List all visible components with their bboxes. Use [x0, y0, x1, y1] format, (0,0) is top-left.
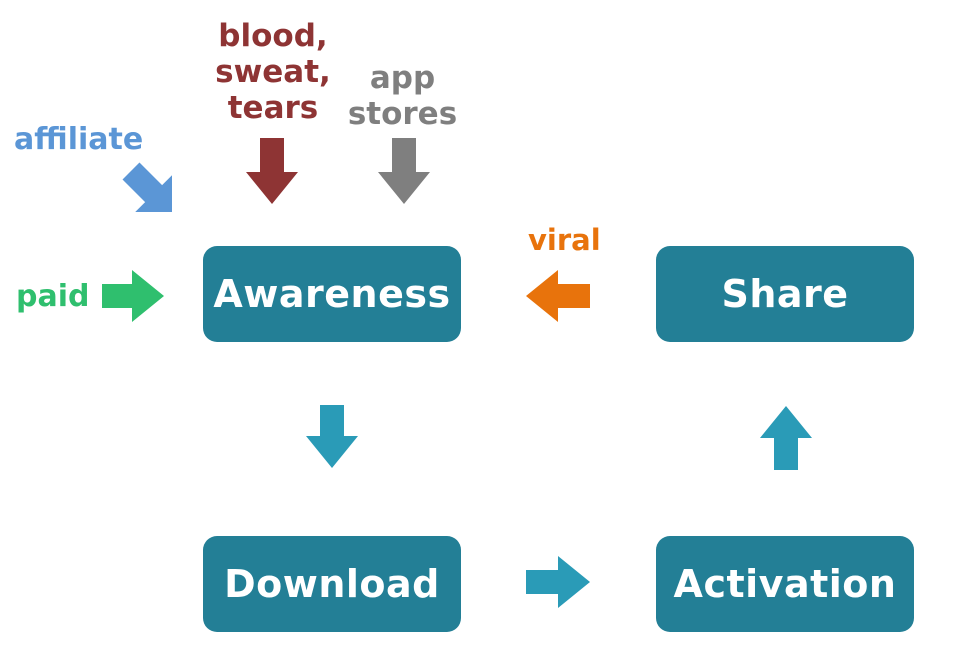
- download-label: Download: [224, 562, 440, 606]
- activation-to-share-arrow: [760, 406, 812, 470]
- viral-label: viral: [528, 223, 601, 257]
- activation-label: Activation: [673, 562, 897, 606]
- affiliate-arrow: [122, 162, 172, 212]
- blood-sweat-tears-arrow: [246, 138, 298, 204]
- tears-line: tears: [227, 90, 319, 126]
- share-label: Share: [721, 272, 849, 316]
- sweat-line: sweat,: [215, 54, 331, 90]
- awareness-to-download-arrow: [306, 405, 358, 468]
- viral-arrow: [526, 270, 590, 322]
- download-to-activation-arrow: [526, 556, 590, 608]
- download-node: Download: [203, 536, 461, 632]
- app-line: app: [369, 60, 436, 96]
- affiliate-label: affiliate: [14, 122, 144, 157]
- app-stores-label: app stores: [340, 60, 465, 132]
- stores-line: stores: [347, 96, 458, 132]
- awareness-node: Awareness: [203, 246, 461, 342]
- blood-line: blood,: [218, 18, 328, 54]
- app-stores-arrow: [378, 138, 430, 204]
- awareness-label: Awareness: [213, 272, 451, 316]
- blood-sweat-tears-label: blood, sweat, tears: [208, 18, 338, 126]
- paid-label: paid: [16, 279, 90, 314]
- activation-node: Activation: [656, 536, 914, 632]
- paid-arrow: [102, 270, 164, 322]
- share-node: Share: [656, 246, 914, 342]
